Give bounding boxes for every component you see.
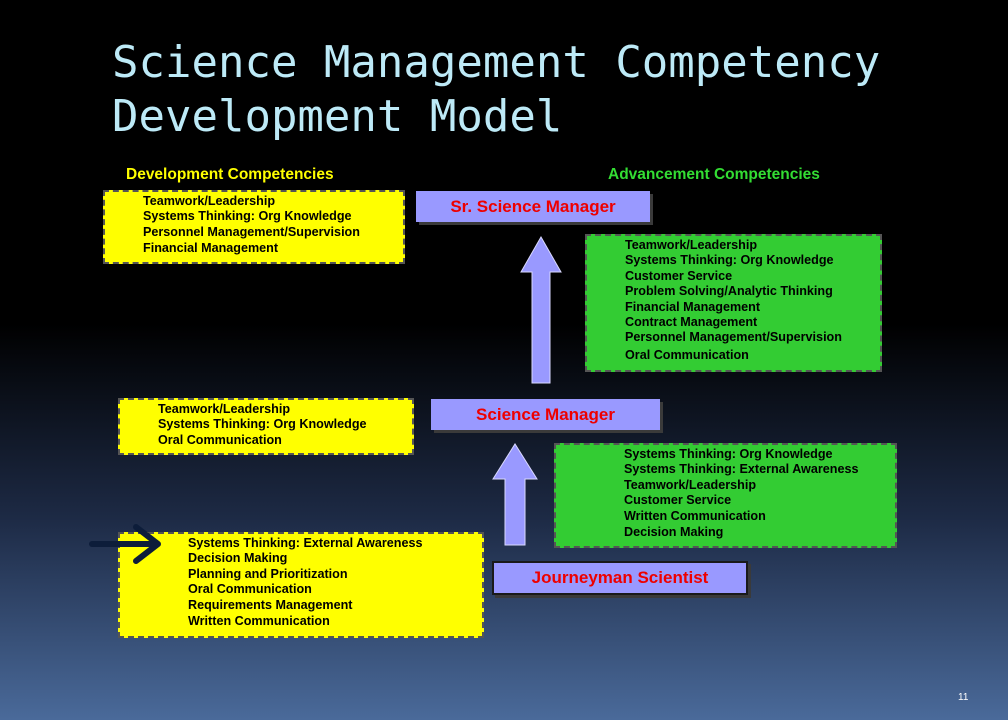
competency-item: Systems Thinking: Org Knowledge [143, 209, 352, 224]
competency-item: Written Communication [188, 614, 330, 629]
competency-item: Oral Communication [625, 347, 749, 362]
development-box-manager: Teamwork/Leadership Systems Thinking: Or… [118, 398, 414, 455]
competency-item: Systems Thinking: External Awareness [188, 536, 423, 550]
right-arrow-icon [89, 524, 161, 564]
competency-item: Teamwork/Leadership [624, 477, 757, 492]
role-box-senior-science-manager: Sr. Science Manager [416, 191, 650, 222]
role-box-journeyman-scientist: Journeyman Scientist [492, 561, 748, 595]
competency-item: Systems Thinking: Org Knowledge [625, 253, 834, 268]
competency-item: Systems Thinking: External Awareness [624, 462, 859, 477]
up-arrow-icon [492, 443, 538, 546]
slide-title: Science Management Competency Developmen… [112, 36, 992, 144]
role-label: Journeyman Scientist [531, 568, 709, 587]
role-label: Sr. Science Manager [450, 196, 616, 216]
competency-item: Decision Making [624, 525, 724, 540]
competency-item: Teamwork/Leadership [158, 402, 291, 416]
role-label: Science Manager [476, 404, 615, 424]
advancement-box-to-senior: Teamwork/Leadership Systems Thinking: Or… [585, 234, 882, 372]
competency-item: Customer Service [625, 268, 733, 283]
competency-item: Decision Making [188, 551, 288, 566]
competency-item: Personnel Management/Supervision [625, 330, 842, 345]
page-number: 11 [958, 692, 969, 703]
advancement-competencies-heading: Advancement Competencies [608, 166, 820, 183]
competency-item: Systems Thinking: Org Knowledge [158, 417, 367, 432]
competency-item: Contract Management [625, 315, 758, 330]
competency-item: Systems Thinking: Org Knowledge [624, 447, 833, 461]
competency-item: Customer Service [624, 493, 732, 508]
advancement-box-to-manager: Systems Thinking: Org Knowledge Systems … [554, 443, 897, 548]
competency-item: Teamwork/Leadership [143, 194, 276, 208]
competency-item: Planning and Prioritization [188, 566, 348, 581]
development-competencies-heading: Development Competencies [126, 166, 334, 183]
competency-item: Personnel Management/Supervision [143, 224, 360, 239]
competency-item: Teamwork/Leadership [625, 238, 758, 252]
competency-item: Financial Management [625, 299, 761, 314]
slide-title-line-1: Science Management Competency [112, 37, 881, 88]
up-arrow-icon [520, 235, 562, 384]
competency-item: Written Communication [624, 508, 766, 523]
competency-item: Financial Management [143, 241, 279, 256]
development-box-senior: Teamwork/Leadership Systems Thinking: Or… [103, 190, 405, 264]
competency-item: Oral Communication [158, 432, 282, 447]
slide-title-line-2: Development Model [112, 91, 563, 142]
competency-item: Requirements Management [188, 597, 353, 612]
competency-item: Oral Communication [188, 582, 312, 597]
competency-item: Problem Solving/Analytic Thinking [625, 284, 833, 299]
development-box-journeyman: Systems Thinking: External Awareness Dec… [118, 532, 484, 638]
role-box-science-manager: Science Manager [431, 399, 660, 430]
